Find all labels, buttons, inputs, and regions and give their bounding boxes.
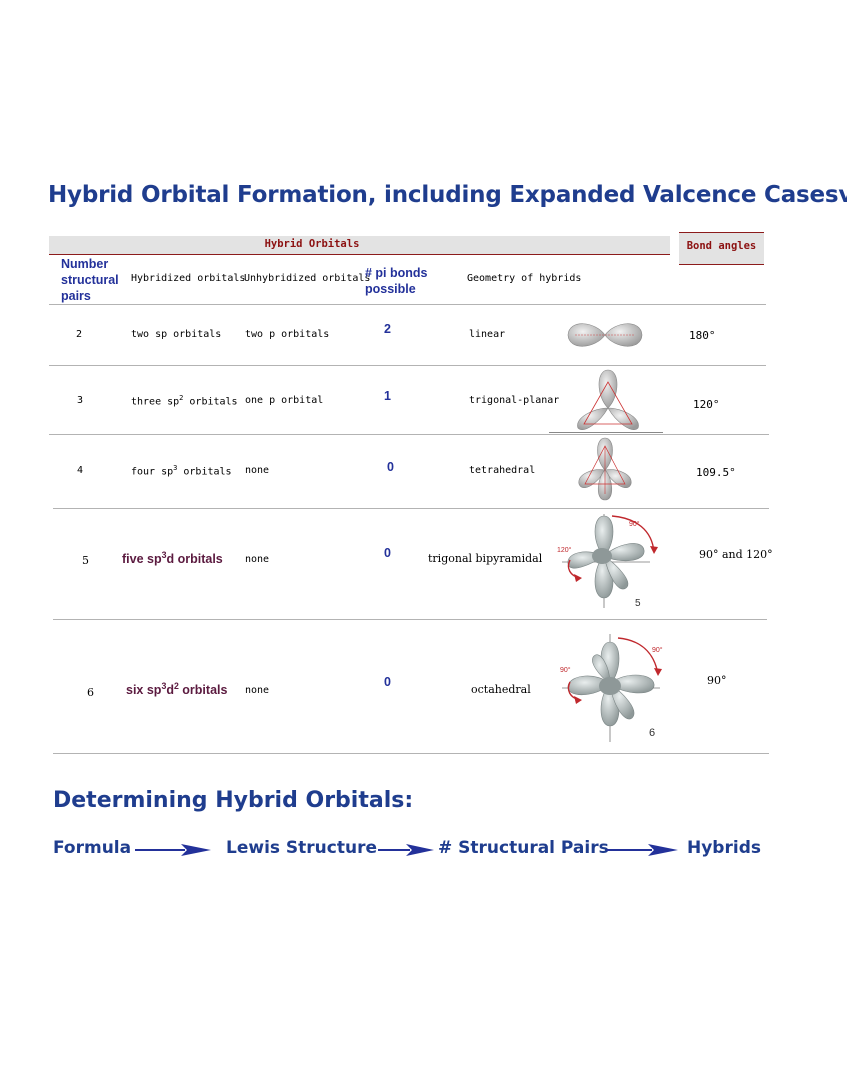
header-sp-line1: Number bbox=[61, 257, 109, 271]
header-unhybridized: Unhybridized orbitals bbox=[244, 273, 371, 284]
img-number: 5 bbox=[635, 598, 641, 609]
page-title: Hybrid Orbital Formation, including Expa… bbox=[48, 182, 847, 208]
arrow-right-icon bbox=[135, 844, 211, 856]
hyb-text: three sp bbox=[131, 396, 180, 408]
flow-hybrids: Hybrids bbox=[687, 838, 761, 858]
cell-geometry: tetrahedral bbox=[469, 465, 536, 476]
cell-pairs: 4 bbox=[77, 465, 84, 476]
cell-pairs: 2 bbox=[76, 329, 83, 340]
row-divider bbox=[53, 508, 769, 509]
cell-unhybridized: none bbox=[245, 465, 270, 476]
img-number: 6 bbox=[649, 727, 655, 739]
hyb-text: two sp orbitals bbox=[131, 329, 222, 340]
cell-hybridized: four sp3 orbitals bbox=[131, 464, 232, 477]
cell-bond-angle: 90° and 120° bbox=[699, 548, 773, 561]
cell-pi-bonds: 2 bbox=[384, 322, 391, 336]
tetrahedral-orbital-image bbox=[578, 437, 632, 501]
row-divider bbox=[49, 365, 766, 366]
trigonal-bipyramidal-orbital-image: 90° 120° 5 bbox=[557, 514, 658, 609]
header-pi-bonds: # pi bonds possible bbox=[365, 265, 428, 297]
cell-pi-bonds: 0 bbox=[387, 460, 394, 474]
cell-unhybridized: none bbox=[245, 685, 270, 696]
cell-bond-angle: 180° bbox=[689, 329, 716, 342]
header-sp-line2: structural bbox=[61, 273, 119, 287]
hyb-text-post: orbitals bbox=[177, 466, 232, 478]
cell-hybridized: six sp3d2 orbitals bbox=[126, 681, 227, 697]
row-divider bbox=[53, 753, 769, 754]
hyb-text: four sp bbox=[131, 466, 174, 478]
row-divider bbox=[49, 304, 766, 305]
flow-formula: Formula bbox=[53, 838, 132, 858]
hyb-sup2: 2 bbox=[173, 681, 179, 691]
bond-angles-box bbox=[679, 232, 764, 265]
hyb-text: five sp bbox=[122, 552, 162, 567]
cell-hybridized: two sp orbitals bbox=[131, 329, 221, 340]
cell-pi-bonds: 0 bbox=[384, 546, 391, 560]
cell-unhybridized: two p orbitals bbox=[245, 329, 330, 340]
octahedral-orbital-image: 90° 90° 6 bbox=[560, 634, 663, 742]
linear-orbital-image bbox=[567, 323, 643, 347]
cell-geometry: trigonal-planar bbox=[469, 395, 560, 406]
hyb-sup: 3 bbox=[173, 464, 178, 472]
cell-hybridized: three sp2 orbitals bbox=[131, 394, 238, 407]
cell-bond-angle: 90° bbox=[707, 674, 727, 687]
hyb-sup: 3 bbox=[161, 550, 167, 560]
header-pi-line1: # pi bonds bbox=[365, 266, 428, 280]
header-geometry: Geometry of hybrids bbox=[467, 273, 582, 284]
header-sp-line3: pairs bbox=[61, 289, 91, 303]
hyb-sup: 3 bbox=[161, 681, 167, 691]
cell-bond-angle: 109.5° bbox=[696, 466, 736, 479]
img-angle-a: 90° bbox=[652, 646, 663, 654]
cell-pairs: 3 bbox=[77, 395, 84, 406]
hybrid-orbitals-band bbox=[49, 236, 670, 255]
hybrid-orbitals-label: Hybrid Orbitals bbox=[264, 238, 360, 250]
hyb-text-mid: d bbox=[166, 683, 174, 698]
header-hybridized: Hybridized orbitals bbox=[131, 273, 246, 284]
trigonal-planar-orbital-image bbox=[577, 369, 639, 430]
img-angle-b: 90° bbox=[560, 666, 571, 674]
section-title: Determining Hybrid Orbitals: bbox=[53, 788, 414, 813]
cell-bond-angle: 120° bbox=[693, 398, 720, 411]
flow-lewis-structure: Lewis Structure bbox=[226, 838, 378, 858]
cell-geometry: trigonal bipyramidal bbox=[428, 552, 543, 565]
cell-unhybridized: one p orbital bbox=[245, 395, 324, 406]
img-angle-b: 120° bbox=[557, 546, 572, 554]
img-angle-a: 90° bbox=[629, 520, 640, 528]
hyb-text-post: orbitals bbox=[183, 396, 238, 408]
cell-pairs: 6 bbox=[87, 686, 94, 699]
hyb-sup: 2 bbox=[179, 394, 184, 402]
flow-structural-pairs: # Structural Pairs bbox=[438, 838, 609, 858]
row-divider bbox=[49, 434, 769, 435]
hyb-text-post: orbitals bbox=[178, 683, 228, 698]
row-divider bbox=[549, 432, 663, 433]
header-structural-pairs: Number structural pairs bbox=[61, 256, 119, 304]
hyb-text: six sp bbox=[126, 683, 162, 698]
cell-pi-bonds: 1 bbox=[384, 389, 391, 403]
hyb-text-post: d orbitals bbox=[166, 552, 223, 567]
header-pi-line2: possible bbox=[365, 282, 416, 296]
arrow-right-icon bbox=[606, 844, 678, 856]
cell-pi-bonds: 0 bbox=[384, 675, 391, 689]
row-divider bbox=[53, 619, 767, 620]
cell-hybridized: five sp3d orbitals bbox=[122, 550, 223, 566]
bond-angles-label: Bond angles bbox=[686, 240, 757, 252]
arrow-right-icon bbox=[378, 844, 434, 856]
cell-geometry: octahedral bbox=[471, 683, 531, 696]
cell-unhybridized: none bbox=[245, 554, 270, 565]
cell-pairs: 5 bbox=[82, 554, 89, 567]
cell-geometry: linear bbox=[469, 329, 506, 340]
